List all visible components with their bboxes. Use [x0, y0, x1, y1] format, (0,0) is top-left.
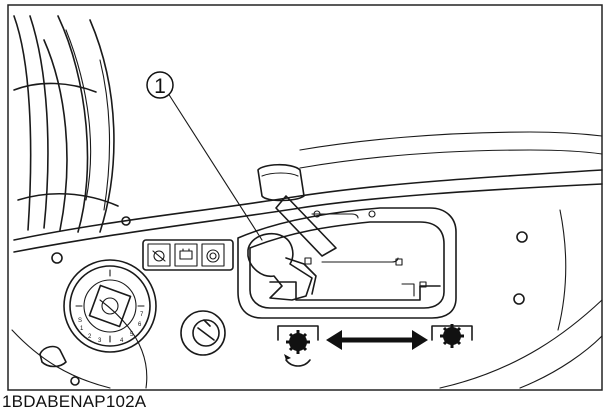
highlighted-lever [247, 232, 317, 301]
shift-lever [257, 163, 337, 257]
dial-marking: 6 [138, 322, 142, 328]
dial-marking: 1 [80, 326, 84, 332]
hand-lever [39, 345, 67, 368]
oil-pressure-icon [153, 250, 165, 262]
callout-number: 1 [154, 75, 166, 98]
callout-1: 1 [146, 71, 263, 241]
dial-marking: S [78, 318, 82, 324]
four-wheel-drive-icon [440, 324, 464, 348]
double-arrow-icon [326, 330, 428, 350]
callout-circle [146, 71, 174, 99]
bracket-left [277, 325, 319, 341]
dial-marking: 4 [120, 338, 124, 344]
indicator-panel [142, 239, 234, 271]
two-wheel-drive-icon [284, 330, 311, 367]
battery-icon [179, 250, 193, 260]
door-frame [13, 15, 119, 233]
figure-code: 1BDABENAP102A [2, 392, 147, 411]
drive-mode-indicator [277, 324, 473, 367]
figure-frame [7, 4, 603, 391]
gauge-dial: S 1 2 3 4 5 6 7 [63, 259, 157, 353]
warning-icon [206, 249, 220, 263]
dial-marking: 5 [130, 332, 134, 338]
shift-plate [237, 207, 457, 319]
dial-marking: 7 [140, 312, 144, 318]
key-switch [180, 310, 226, 356]
dial-marking: 3 [98, 338, 102, 344]
dial-marking: 2 [88, 334, 92, 340]
